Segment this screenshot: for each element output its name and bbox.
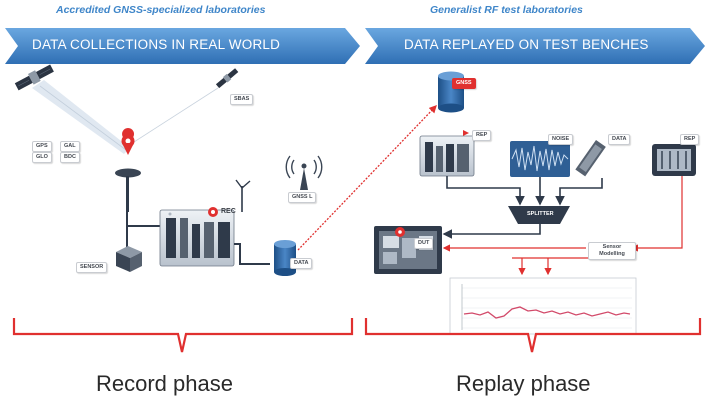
tag-dut: DUT	[414, 238, 434, 249]
left-banner-text: DATA COLLECTIONS IN REAL WORLD	[32, 37, 281, 52]
tag-data-right: DATA	[608, 134, 631, 145]
right-bracket	[364, 318, 702, 353]
tag-bdc: BDC	[60, 152, 80, 163]
wire	[442, 224, 541, 239]
tag-sensor-modelling: Sensor Modelling	[588, 242, 636, 260]
receiver-icon	[159, 209, 235, 267]
noise-waveform-icon	[510, 141, 570, 177]
replay-phase-label: Replay phase	[456, 371, 591, 396]
receiver-icon	[652, 144, 696, 176]
rec-label: REC	[221, 208, 236, 215]
tag-splitter: SPLITTER	[527, 211, 554, 217]
play-icon	[463, 130, 469, 136]
sensor-box-icon	[116, 246, 142, 272]
left-subtitle: Accredited GNSS-specialized laboratories	[56, 4, 266, 16]
receiver-icon	[419, 135, 475, 177]
chart-icon	[449, 277, 637, 335]
satellite-icon	[14, 64, 54, 91]
sbas-link	[133, 87, 219, 143]
tag-gps: GPS	[32, 141, 52, 152]
left-banner	[5, 28, 360, 64]
right-banner	[365, 28, 705, 64]
dut-device-icon	[374, 226, 442, 274]
antenna-icon	[115, 168, 141, 178]
sensor-link	[630, 176, 683, 252]
location-pin-icon	[121, 128, 135, 155]
wire	[446, 176, 525, 206]
tag-store: GNSS	[452, 78, 476, 89]
wire	[555, 178, 603, 206]
tag-sbas: SBAS	[230, 94, 254, 105]
splitter-icon	[508, 206, 570, 224]
tag-gal: GAL	[60, 141, 80, 152]
wire	[126, 212, 164, 227]
radio-tower-icon	[285, 155, 323, 190]
data-module-icon	[575, 140, 606, 177]
tag-glo: GLO	[32, 152, 52, 163]
wire	[234, 243, 270, 265]
antenna-icon	[235, 179, 251, 212]
tag-rep2: REP	[680, 134, 700, 145]
tag-noise: NOISE	[548, 134, 574, 145]
right-banner-text: DATA REPLAYED ON TEST BENCHES	[404, 37, 649, 52]
tag-sensor: SENSOR	[76, 262, 108, 273]
tag-data-left: DATA	[290, 258, 313, 269]
satellite-icon	[215, 68, 239, 89]
tag-rep: REP	[472, 130, 492, 141]
left-bracket	[12, 318, 354, 353]
right-subtitle: Generalist RF test laboratories	[430, 4, 583, 16]
record-phase-label: Record phase	[96, 371, 233, 396]
tag-gnss: GNSS L	[288, 192, 317, 203]
transfer-arrow	[297, 105, 437, 251]
